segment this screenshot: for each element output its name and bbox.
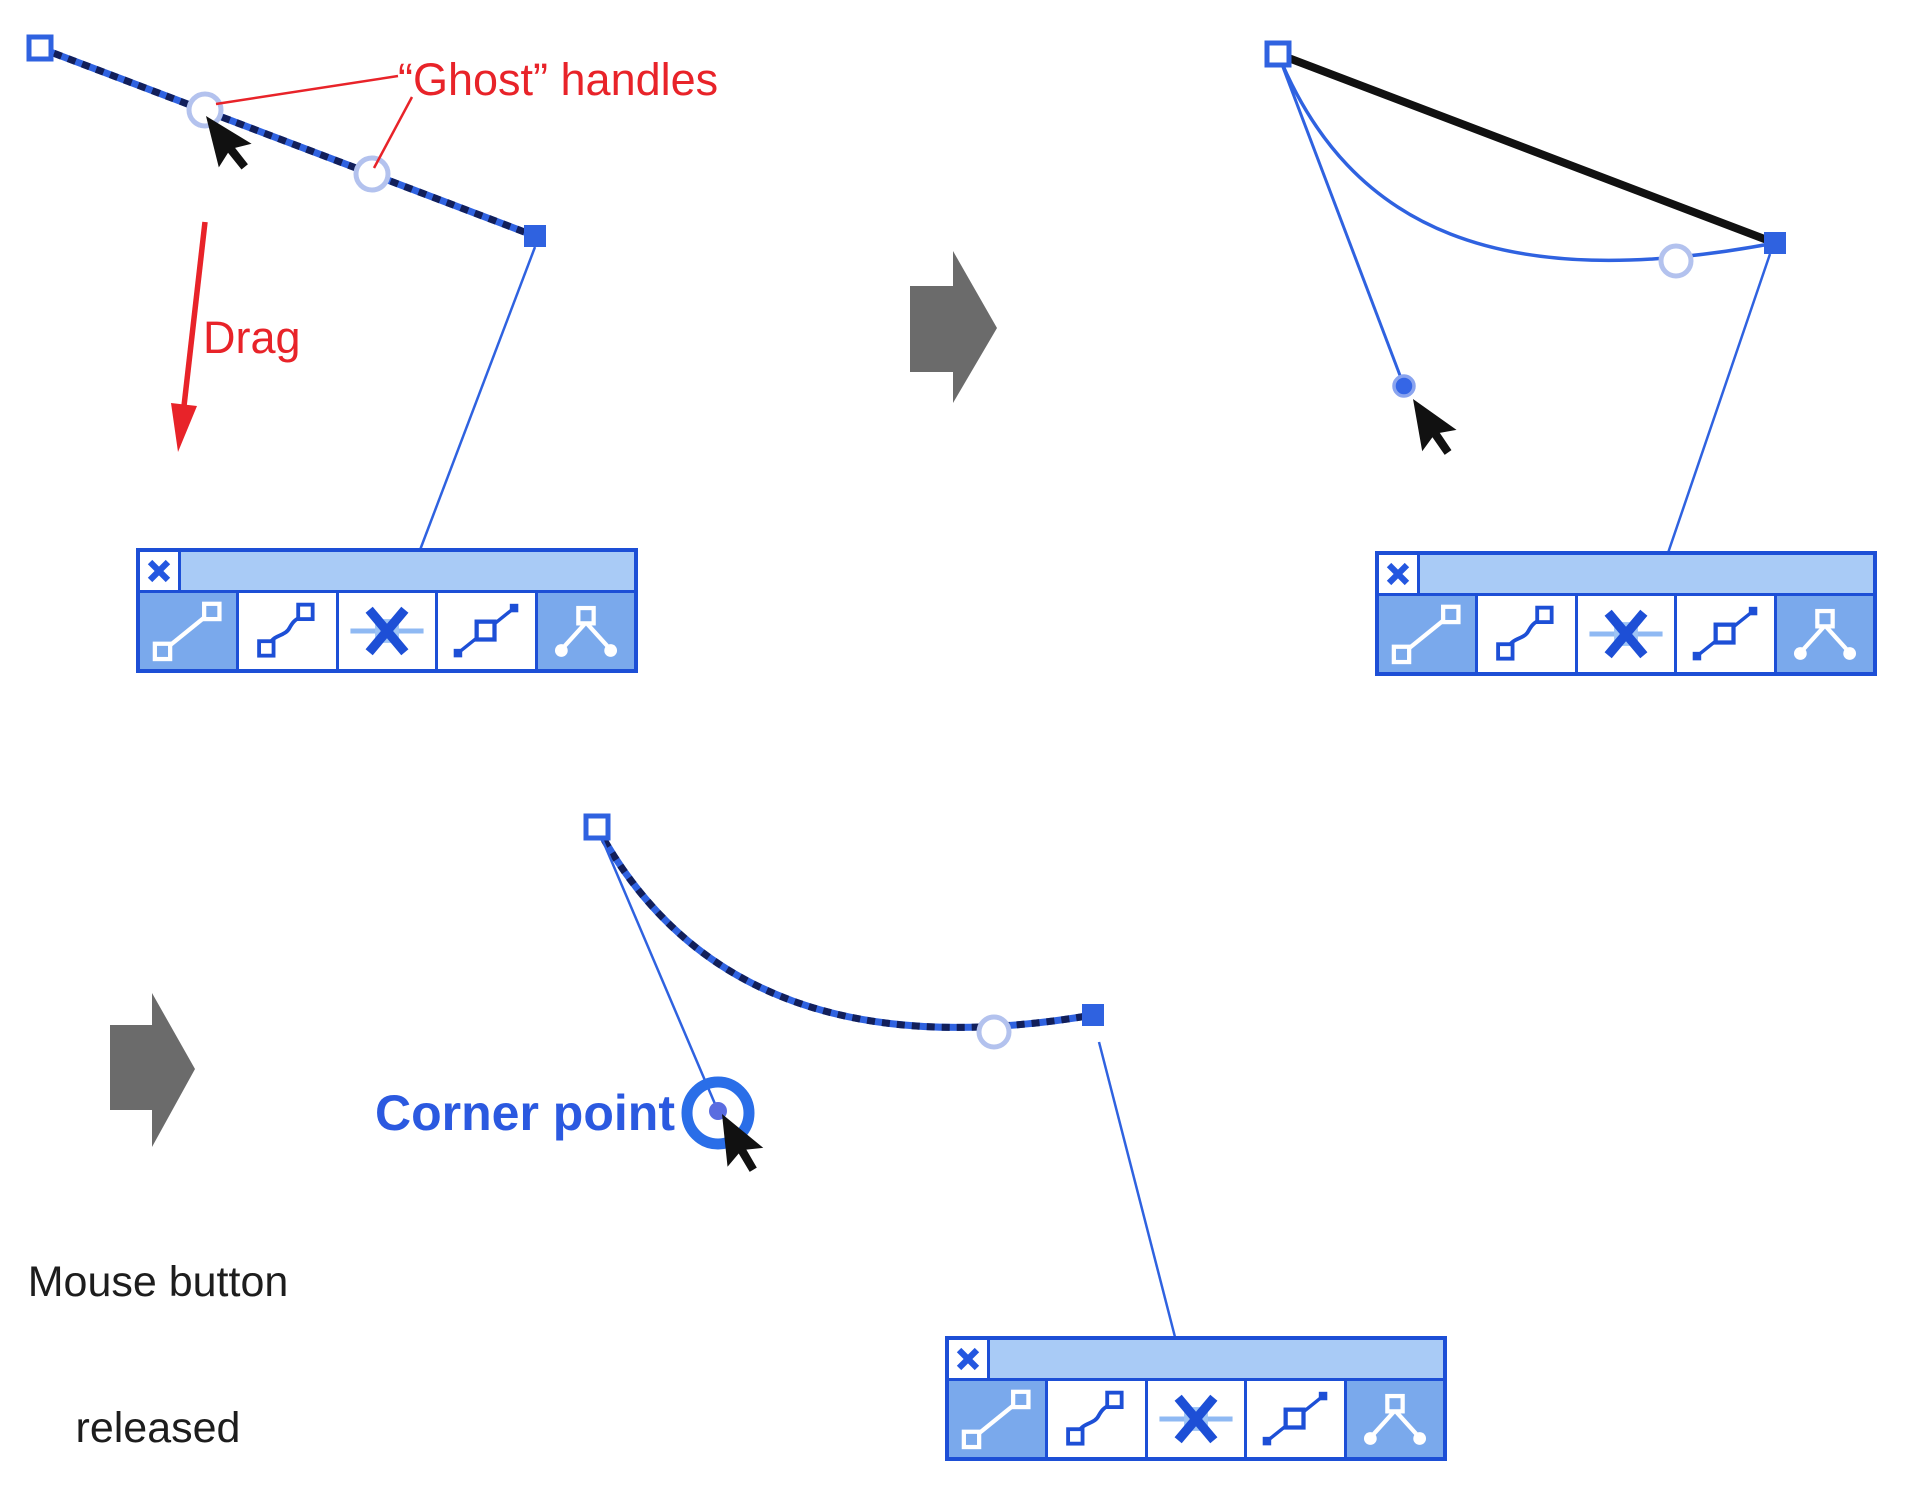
symmetric-node-icon bbox=[1693, 606, 1758, 661]
callout-leader-line bbox=[1666, 253, 1772, 554]
corner-node-icon bbox=[1363, 1393, 1426, 1445]
close-button[interactable] bbox=[140, 552, 181, 590]
step-arrow-right-icon bbox=[910, 251, 997, 403]
delete-segment-icon bbox=[1159, 1394, 1233, 1444]
line-segment-icon bbox=[152, 601, 222, 662]
tool-line-segment[interactable] bbox=[949, 1381, 1049, 1457]
original-segment-black bbox=[1276, 50, 1777, 247]
drag-label: Drag bbox=[203, 312, 301, 363]
mouse-cursor-icon bbox=[206, 116, 252, 170]
line-segment-icon bbox=[961, 1389, 1031, 1450]
node-edit-toolbar-bottom bbox=[945, 1336, 1447, 1461]
curve-segment-icon bbox=[256, 602, 315, 658]
tool-delete-segment[interactable] bbox=[338, 593, 439, 669]
mouse-released-line2: released bbox=[75, 1403, 241, 1452]
toolbar-title-bar[interactable] bbox=[1420, 555, 1873, 593]
path-segment-hatch bbox=[38, 44, 537, 240]
node-edit-toolbar-top-right bbox=[1375, 551, 1877, 676]
corner-point-label: Corner point bbox=[375, 1085, 675, 1141]
tool-corner-node[interactable] bbox=[1776, 596, 1874, 672]
symmetric-node-icon bbox=[454, 603, 519, 658]
tool-delete-segment[interactable] bbox=[1147, 1381, 1248, 1457]
close-icon bbox=[956, 1347, 980, 1371]
mouse-cursor-icon bbox=[1413, 399, 1457, 455]
ghost-handles-label: “Ghost” handles bbox=[398, 54, 719, 105]
dragged-handle-dot[interactable] bbox=[1392, 374, 1416, 398]
toolbar-header bbox=[1379, 555, 1873, 596]
corner-point-ring bbox=[681, 1076, 755, 1150]
corner-node-icon bbox=[554, 605, 617, 657]
ghost-handle[interactable] bbox=[1658, 243, 1694, 279]
drag-arrow-head bbox=[171, 403, 197, 452]
tool-corner-node[interactable] bbox=[1346, 1381, 1444, 1457]
tool-symmetric-node[interactable] bbox=[1677, 596, 1777, 672]
tool-symmetric-node[interactable] bbox=[438, 593, 538, 669]
mouse-cursor-icon bbox=[722, 1114, 764, 1172]
callout-leader-line bbox=[1097, 1041, 1177, 1338]
toolbar-title-bar[interactable] bbox=[181, 552, 634, 590]
callout-leader-line bbox=[418, 246, 537, 551]
start-node-square[interactable] bbox=[1264, 40, 1292, 68]
line-segment-icon bbox=[1391, 604, 1461, 665]
ghost-handle-1[interactable] bbox=[186, 91, 224, 129]
close-button[interactable] bbox=[949, 1340, 990, 1378]
start-node-square[interactable] bbox=[26, 34, 54, 62]
control-lever-line bbox=[1276, 53, 1406, 387]
tool-curve-segment[interactable] bbox=[1048, 1381, 1148, 1457]
toolbar-title-bar[interactable] bbox=[990, 1340, 1443, 1378]
delete-segment-icon bbox=[350, 606, 424, 656]
figure-before-drag bbox=[26, 34, 546, 551]
end-node-square[interactable] bbox=[1082, 1004, 1104, 1026]
tool-line-segment[interactable] bbox=[1379, 596, 1479, 672]
tool-line-segment[interactable] bbox=[140, 593, 240, 669]
tool-curve-segment[interactable] bbox=[239, 593, 339, 669]
ghost-handle[interactable] bbox=[976, 1014, 1012, 1050]
ghost-handle-2[interactable] bbox=[353, 155, 391, 193]
symmetric-node-icon bbox=[1263, 1391, 1328, 1446]
tool-symmetric-node[interactable] bbox=[1247, 1381, 1347, 1457]
step-arrow-right-icon bbox=[110, 993, 195, 1147]
red-leader-1 bbox=[215, 74, 399, 106]
close-button[interactable] bbox=[1379, 555, 1420, 593]
final-curve-hatch bbox=[593, 825, 1094, 1031]
toolbar-header bbox=[949, 1340, 1443, 1381]
delete-segment-icon bbox=[1589, 609, 1663, 659]
red-leader-2 bbox=[372, 96, 414, 169]
close-icon bbox=[1386, 562, 1410, 586]
figure-during-drag bbox=[1264, 40, 1786, 554]
toolbar-header bbox=[140, 552, 634, 593]
curve-segment-icon bbox=[1065, 1390, 1124, 1446]
node-edit-toolbar-top-left bbox=[136, 548, 638, 673]
toolbar-buttons bbox=[140, 593, 635, 669]
mouse-released-label: Mouse button released bbox=[0, 1161, 316, 1501]
corner-node-icon bbox=[1793, 608, 1856, 660]
toolbar-buttons bbox=[949, 1381, 1444, 1457]
end-node-square[interactable] bbox=[1764, 232, 1786, 254]
curve-segment-icon bbox=[1495, 605, 1554, 661]
end-node-square[interactable] bbox=[524, 225, 546, 247]
tool-corner-node[interactable] bbox=[537, 593, 635, 669]
control-lever-line bbox=[595, 826, 720, 1112]
drag-arrow-shaft bbox=[181, 221, 208, 407]
tool-curve-segment[interactable] bbox=[1478, 596, 1578, 672]
mouse-released-line1: Mouse button bbox=[27, 1258, 289, 1307]
tool-delete-segment[interactable] bbox=[1577, 596, 1678, 672]
start-node-square[interactable] bbox=[583, 813, 611, 841]
toolbar-buttons bbox=[1379, 596, 1874, 672]
close-icon bbox=[147, 559, 171, 583]
figure-after-release bbox=[583, 813, 1177, 1338]
